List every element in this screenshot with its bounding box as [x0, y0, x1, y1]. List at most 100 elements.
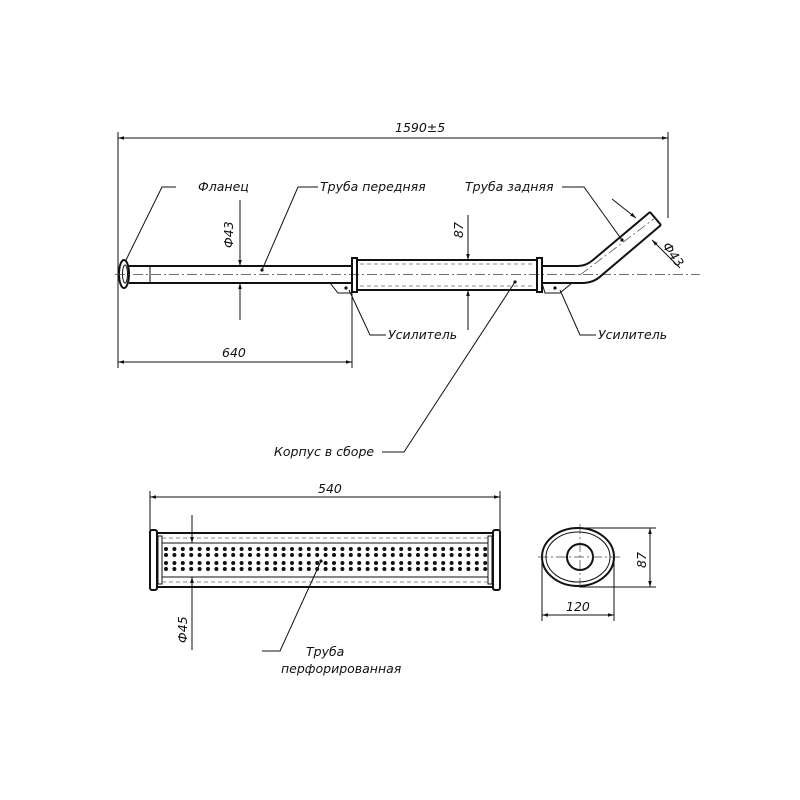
- perforation-hole: [474, 547, 479, 551]
- perforation-hole: [365, 547, 370, 551]
- perforation-hole: [382, 567, 387, 571]
- perforation-hole: [281, 567, 286, 571]
- perforation-hole: [458, 561, 462, 565]
- perforation-hole: [348, 547, 353, 551]
- perforation-hole: [248, 561, 252, 565]
- perforation-hole: [180, 561, 185, 565]
- perforation-hole: [239, 561, 244, 565]
- perforation-hole: [214, 553, 219, 557]
- perforation-hole: [197, 553, 202, 557]
- perforation-hole: [416, 561, 420, 565]
- inner-length-label: 540: [318, 481, 342, 496]
- perforation-hole: [189, 561, 194, 565]
- body-height-label: 87: [451, 222, 466, 238]
- perforation-hole: [399, 547, 404, 551]
- perforation-hole: [172, 567, 177, 571]
- reinforcement-right-label: Усилитель: [598, 327, 667, 342]
- muffler-internal-view: 540 Ф45 Труба перфорированная: [149, 481, 501, 676]
- perforation-hole: [374, 547, 378, 551]
- flange-label: Фланец: [198, 179, 249, 194]
- perforation-hole: [432, 561, 437, 565]
- end-height-label: 87: [634, 552, 649, 568]
- perforation-hole: [323, 561, 328, 565]
- perforation-hole: [189, 547, 194, 551]
- perforation-hole: [474, 567, 479, 571]
- front-pipe: [115, 265, 700, 284]
- perforation-hole: [306, 567, 311, 571]
- perforation-hole: [340, 561, 345, 565]
- perforation-hole: [222, 547, 227, 551]
- perforation-hole: [357, 547, 362, 551]
- perforation-hole: [399, 567, 404, 571]
- perforation-hole: [416, 547, 420, 551]
- perforation-hole: [340, 553, 345, 557]
- perforation-hole: [483, 553, 488, 557]
- perforation-hole: [348, 567, 353, 571]
- perforation-hole: [180, 553, 185, 557]
- perforation-hole: [374, 567, 378, 571]
- perforation-hole: [206, 553, 210, 557]
- reinforcement-bracket-right: [541, 282, 574, 294]
- perforation-hole: [340, 547, 345, 551]
- perforation-hole: [189, 553, 194, 557]
- front-pipe-diameter-label: Ф43: [221, 221, 236, 248]
- perforation-hole: [231, 553, 236, 557]
- perforation-hole: [466, 561, 471, 565]
- perforation-hole: [298, 561, 303, 565]
- perforation-hole: [281, 553, 286, 557]
- perforation-hole: [441, 561, 446, 565]
- perforation-hole: [424, 553, 429, 557]
- perforation-hole: [323, 553, 328, 557]
- perforation-hole: [164, 567, 168, 571]
- perforation-hole: [407, 561, 412, 565]
- perforation-hole: [306, 561, 311, 565]
- perforation-hole: [441, 547, 446, 551]
- perforation-hole: [197, 547, 202, 551]
- perforation-hole: [323, 567, 328, 571]
- perforation-hole: [290, 547, 294, 551]
- perforation-hole: [432, 553, 437, 557]
- perforation-hole: [390, 567, 395, 571]
- muffler-end-view: 87 120: [538, 524, 656, 621]
- perforation-hole: [206, 561, 210, 565]
- perforation-hole: [281, 547, 286, 551]
- perforation-hole: [416, 567, 420, 571]
- perforation-hole: [458, 553, 462, 557]
- perforation-hole: [231, 547, 236, 551]
- perforation-hole: [441, 567, 446, 571]
- perforation-hole: [172, 553, 177, 557]
- perforation-hole: [315, 561, 320, 565]
- perforation-hole: [306, 547, 311, 551]
- perforation-hole: [449, 561, 454, 565]
- perforation-hole: [298, 567, 303, 571]
- perforation-hole: [264, 561, 269, 565]
- perforation-hole: [424, 561, 429, 565]
- perforation-hole: [264, 567, 269, 571]
- perforation-hole: [315, 547, 320, 551]
- perforation-hole: [239, 553, 244, 557]
- perforation-hole: [172, 547, 177, 551]
- perforation-hole: [357, 561, 362, 565]
- perforation-hole: [239, 547, 244, 551]
- perforation-hole: [281, 561, 286, 565]
- perforation-hole: [256, 547, 261, 551]
- perforation-hole: [382, 553, 387, 557]
- perforation-hole: [441, 553, 446, 557]
- perforation-hole: [466, 547, 471, 551]
- perforation-hole: [474, 553, 479, 557]
- perforation-hole: [206, 567, 210, 571]
- perforation-hole: [214, 567, 219, 571]
- perforation-hole: [298, 547, 303, 551]
- front-length-label: 640: [222, 345, 246, 360]
- perforation-hole: [264, 547, 269, 551]
- perforation-hole: [298, 553, 303, 557]
- perforation-hole: [332, 561, 336, 565]
- perforation-hole: [180, 567, 185, 571]
- reinforcement-left-label: Усилитель: [388, 327, 457, 342]
- perforation-hole: [466, 567, 471, 571]
- perforation-hole: [432, 567, 437, 571]
- perforation-hole: [189, 567, 194, 571]
- perforated-label-line1: Труба: [306, 644, 344, 659]
